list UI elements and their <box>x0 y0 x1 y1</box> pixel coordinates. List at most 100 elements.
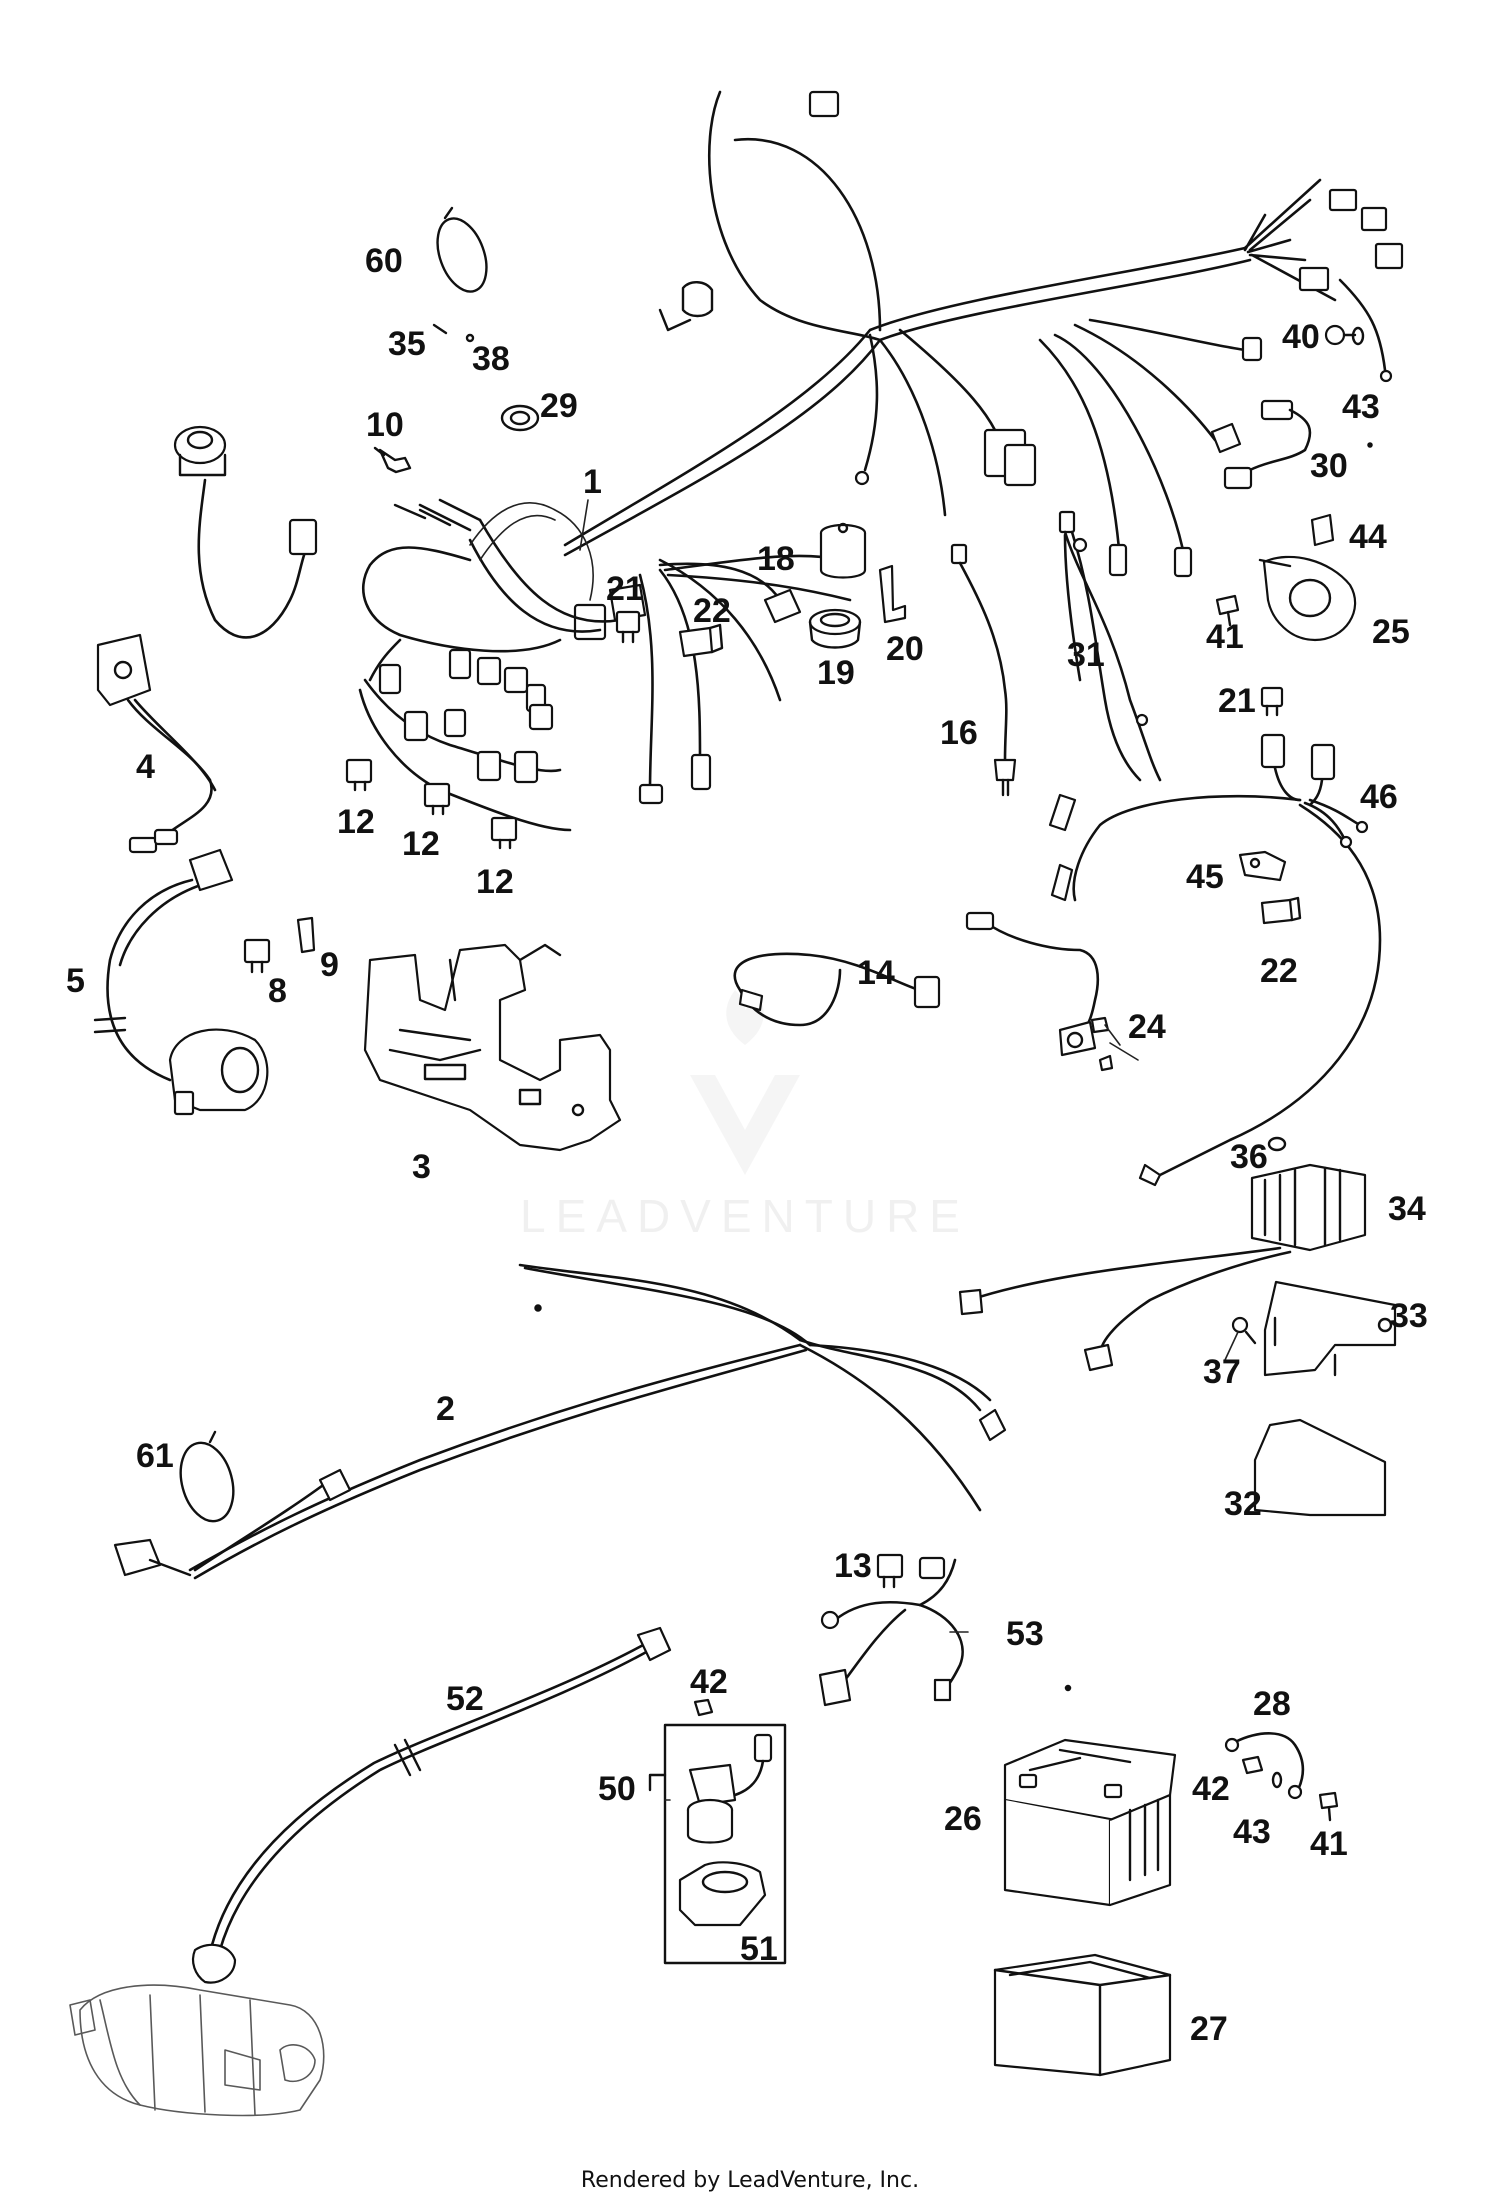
callout-43a: 43 <box>1342 388 1380 426</box>
handlebar-switch-5 <box>93 848 269 1116</box>
switch-16 <box>950 543 1017 797</box>
callout-35: 35 <box>388 325 426 363</box>
washer-43a <box>1351 326 1365 346</box>
callout-42b: 42 <box>1192 1770 1230 1808</box>
callout-25: 25 <box>1372 613 1410 651</box>
callout-28: 28 <box>1253 1685 1291 1723</box>
callout-51: 51 <box>740 1930 778 1968</box>
loose-dot <box>1367 442 1373 448</box>
bracket-44 <box>1310 513 1335 547</box>
pickup-sensor <box>173 425 318 639</box>
callout-8: 8 <box>268 972 287 1010</box>
fuse-12b <box>423 782 451 816</box>
callout-1: 1 <box>583 463 602 501</box>
callout-43b: 43 <box>1233 1813 1271 1851</box>
relay-21a <box>615 610 641 644</box>
callout-36: 36 <box>1230 1138 1268 1176</box>
bolt-41b <box>1318 1791 1339 1822</box>
callout-53: 53 <box>1006 1615 1044 1653</box>
callout-3: 3 <box>412 1148 431 1186</box>
callout-38: 38 <box>472 340 510 378</box>
bracket-9 <box>296 916 316 954</box>
callout-46: 46 <box>1360 778 1398 816</box>
callout-12c: 12 <box>476 863 514 901</box>
bracket-45 <box>1238 850 1287 882</box>
starter-cable-52 <box>191 1626 672 1984</box>
callout-19: 19 <box>817 654 855 692</box>
sensor-24 <box>965 911 1114 1072</box>
callout-5: 5 <box>66 962 85 1000</box>
battery-cable-28 <box>1224 1732 1305 1800</box>
wire-lead-31 <box>1058 510 1162 782</box>
main-wiring-harness <box>358 90 1404 832</box>
fuse-holder-30 <box>1223 399 1312 490</box>
callout-41a: 41 <box>1206 618 1244 656</box>
bolt-40 <box>1324 324 1357 346</box>
bracket-3 <box>363 943 622 1152</box>
callout-16: 16 <box>940 714 978 752</box>
callout-18: 18 <box>757 540 795 578</box>
pad-32 <box>1253 1418 1387 1517</box>
callout-30: 30 <box>1310 447 1348 485</box>
callout-61: 61 <box>136 1437 174 1475</box>
screw-37 <box>1231 1316 1257 1345</box>
solenoid-box <box>648 1723 787 1965</box>
relay-22b <box>1260 896 1302 925</box>
callout-4: 4 <box>136 748 155 786</box>
sub-harness-46 <box>1048 733 1382 1187</box>
battery-case-27 <box>993 1953 1172 2077</box>
fuse-13 <box>876 1553 904 1589</box>
loose-dot <box>1064 1684 1072 1692</box>
callout-27: 27 <box>1190 2010 1228 2048</box>
washer-38 <box>465 333 475 343</box>
callout-21a: 21 <box>606 570 644 608</box>
nut-36 <box>1267 1136 1287 1152</box>
callout-2: 2 <box>436 1390 455 1428</box>
callout-12b: 12 <box>402 825 440 863</box>
sensor-10 <box>373 446 412 474</box>
relay-8 <box>243 938 271 974</box>
starter-motor <box>69 1984 325 2117</box>
screw-35 <box>432 323 448 335</box>
switch-4 <box>96 633 217 854</box>
holder-51 <box>678 1861 767 1927</box>
relay-21b <box>1260 686 1284 717</box>
nut-42b <box>1241 1755 1264 1775</box>
clip-29 <box>500 404 540 432</box>
callout-22a: 22 <box>693 592 731 630</box>
bolt-41a <box>1215 594 1240 627</box>
callout-26: 26 <box>944 1800 982 1838</box>
horn-25 <box>1258 555 1357 642</box>
fuse-12a <box>345 758 373 792</box>
callout-41b: 41 <box>1310 1825 1348 1863</box>
callout-12a: 12 <box>337 803 375 841</box>
callout-34: 34 <box>1388 1190 1426 1228</box>
sub-harness-2 <box>113 1263 1007 1580</box>
callout-31: 31 <box>1067 636 1105 674</box>
callout-32: 32 <box>1224 1485 1262 1523</box>
callout-10: 10 <box>366 406 404 444</box>
holder-19 <box>808 608 862 649</box>
callout-13: 13 <box>834 1547 872 1585</box>
callout-50: 50 <box>598 1770 636 1808</box>
callout-22b: 22 <box>1260 952 1298 990</box>
washer-43b <box>1271 1771 1283 1789</box>
leader-lines <box>579 499 1239 1801</box>
callouts: 1 2 3 4 5 8 9 10 12 12 12 13 14 16 18 19… <box>66 242 1428 2048</box>
callout-37: 37 <box>1203 1353 1241 1391</box>
cable-tie-60 <box>436 206 488 293</box>
watermark-text: LEADVENTURE <box>520 1190 970 1242</box>
callout-44: 44 <box>1349 518 1387 556</box>
callout-40: 40 <box>1282 318 1320 356</box>
callout-24: 24 <box>1128 1008 1166 1046</box>
footer-credit: Rendered by LeadVenture, Inc. <box>580 2168 920 2193</box>
callout-20: 20 <box>886 630 924 668</box>
bracket-33 <box>1263 1280 1397 1377</box>
callout-9: 9 <box>320 946 339 984</box>
fuse-12c <box>490 816 518 850</box>
battery-26 <box>1003 1738 1177 1907</box>
cable-tie-61 <box>179 1430 235 1523</box>
loose-dot <box>534 1304 542 1312</box>
capacitor-18 <box>819 522 867 579</box>
